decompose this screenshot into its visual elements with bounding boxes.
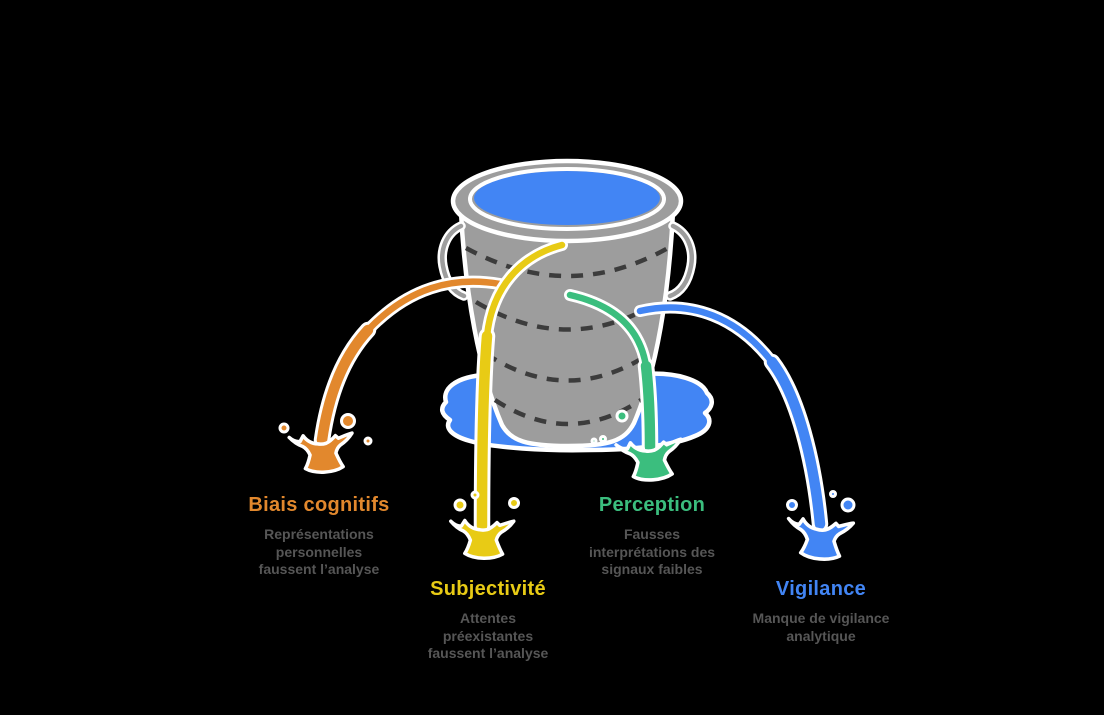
- stream-flow: [316, 324, 374, 446]
- leak-stream-green: [564, 289, 686, 485]
- callout-title: Vigilance: [775, 578, 867, 600]
- callout-vigilance: Vigilance Manque de vigilance analytique: [753, 577, 890, 645]
- leak-stream-yellow: [449, 239, 568, 560]
- droplet: [340, 413, 356, 429]
- droplet: [615, 409, 629, 423]
- callout-desc: Attentes préexistantes faussent l’analys…: [427, 610, 549, 661]
- droplet: [840, 497, 856, 513]
- bucket-hoop-dashed: [474, 300, 661, 332]
- droplet: [590, 437, 598, 445]
- callout-biais-cognitifs: Biais cognitifs Représentations personne…: [248, 493, 389, 579]
- bucket-handle-right: [667, 223, 694, 299]
- bucket-hoop-dashed: [484, 352, 651, 383]
- droplet: [363, 436, 373, 446]
- bucket-handle-left: [440, 223, 467, 299]
- droplet: [508, 497, 520, 509]
- droplet: [786, 499, 798, 511]
- leak-stream-orange: [278, 275, 506, 477]
- stream-flow: [476, 330, 493, 532]
- callout-title: Perception: [598, 494, 706, 516]
- callout-desc: Fausses interprétations des signaux faib…: [588, 526, 716, 577]
- callout-desc: Représentations personnelles faussent l’…: [258, 526, 380, 577]
- water-surface: [474, 171, 660, 225]
- bucket-hoop-dashed: [464, 246, 670, 279]
- stream-flow: [640, 360, 656, 453]
- droplet: [453, 498, 467, 512]
- leak-stream-blue: [634, 301, 856, 563]
- callout-subjectivite: Subjectivité Attentes préexistantes faus…: [428, 577, 549, 663]
- callout-title: Biais cognitifs: [248, 494, 390, 516]
- callout-desc: Manque de vigilance analytique: [752, 610, 890, 644]
- droplet: [470, 490, 480, 500]
- callout-perception: Perception Fausses interprétations des s…: [589, 493, 715, 579]
- bucket-rim-inner-edge: [468, 167, 666, 231]
- bucket-hoop-dashed: [493, 398, 643, 427]
- stream-flow: [766, 356, 826, 530]
- droplet: [599, 435, 607, 443]
- callout-title: Subjectivité: [430, 578, 546, 600]
- droplet: [278, 422, 290, 434]
- droplet: [829, 490, 837, 498]
